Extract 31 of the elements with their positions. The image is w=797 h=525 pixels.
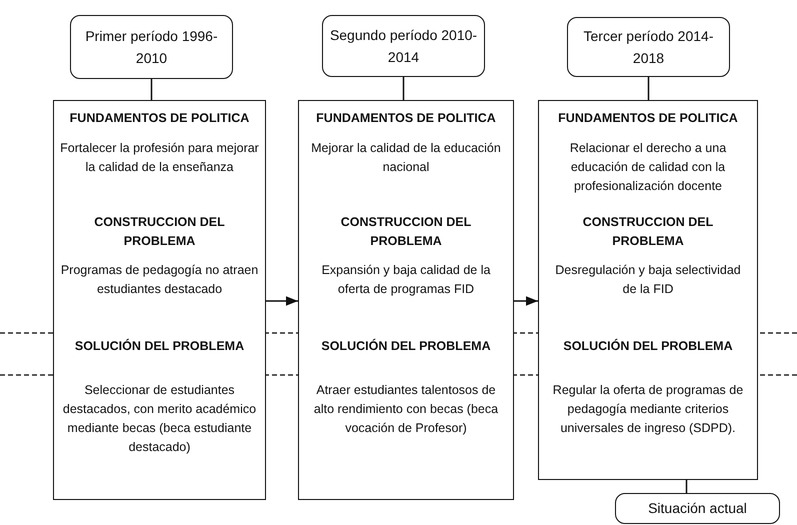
period-box: Tercer período 2014-2018 — [567, 17, 730, 77]
section-heading: CONSTRUCCION DEL PROBLEMA — [340, 214, 472, 250]
connector-line — [150, 79, 152, 100]
body-text: Expansión y baja calidad de la oferta de programas FID — [320, 262, 492, 298]
period-panel — [53, 100, 266, 500]
section-heading: CONSTRUCCION DEL PROBLEMA — [93, 214, 226, 250]
body-text: Relacionar el derecho a una educación de calidad con la profesionalización docente — [568, 140, 728, 195]
connector-line — [402, 77, 404, 100]
body-text: Desregulación y baja selectividad de la FID — [554, 262, 742, 298]
body-text: Mejorar la calidad de la educación nacional — [310, 140, 502, 176]
period-panel — [298, 100, 514, 500]
period-box: Segundo período 2010-2014 — [322, 15, 485, 77]
section-heading: SOLUCIÓN DEL PROBLEMA — [321, 338, 491, 355]
connector-line — [686, 480, 688, 493]
arrow — [514, 296, 538, 306]
section-heading: FUNDAMENTOS DE POLITICA — [558, 110, 738, 127]
status-box: Situación actual — [615, 493, 780, 524]
body-text: Atraer estudiantes talentosos de alto rendimiento con becas (beca vocación de Profesor) — [312, 382, 500, 437]
section-heading: SOLUCIÓN DEL PROBLEMA — [563, 338, 733, 355]
period-panel — [538, 100, 758, 480]
section-heading: CONSTRUCCION DEL PROBLEMA — [582, 214, 714, 250]
period-box: Primer período 1996-2010 — [70, 15, 233, 79]
connector-line — [648, 77, 650, 100]
body-text: Seleccionar de estudiantes destacados, con merito académico mediante becas (beca estudiante destacado) — [62, 382, 258, 456]
section-heading: FUNDAMENTOS DE POLITICA — [70, 110, 250, 127]
body-text: Fortalecer la profesión para mejorar la calidad de la enseñanza — [60, 140, 260, 176]
section-heading: SOLUCIÓN DEL PROBLEMA — [74, 338, 244, 355]
arrow — [266, 296, 298, 306]
body-text: Programas de pedagogía no atraen estudiantes destacado — [60, 262, 260, 298]
body-text: Regular la oferta de programas de pedagogía mediante criterios universales de ingreso (SDPD). — [552, 382, 744, 437]
section-heading: FUNDAMENTOS DE POLITICA — [316, 110, 496, 127]
